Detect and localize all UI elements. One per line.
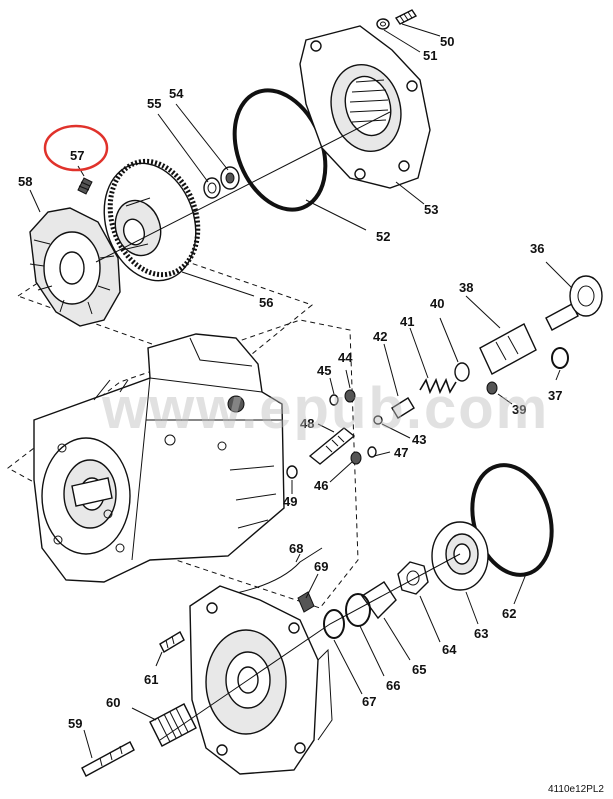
- leader-lines-top: [29, 23, 441, 297]
- part-67-ring: [323, 609, 345, 639]
- part-63-bearing: [431, 521, 489, 591]
- part-44-seal: [344, 389, 356, 403]
- callout-39: 39: [512, 402, 526, 417]
- part-42-plug: [391, 397, 415, 419]
- part-60-spline-shaft: [149, 703, 197, 747]
- axis-line-bottom: [159, 553, 461, 741]
- part-36-valve-spool: [545, 275, 603, 331]
- part-58-hub-flange: [29, 207, 121, 327]
- callout-49: 49: [283, 494, 297, 509]
- part-64-nut: [397, 561, 429, 595]
- part-40-spacer: [454, 362, 470, 382]
- part-43-ball: [373, 415, 383, 425]
- part-51-washer: [376, 18, 390, 30]
- part-41-spring: [419, 377, 457, 395]
- callout-55: 55: [147, 96, 161, 111]
- watermark: www.epub.com: [101, 376, 549, 441]
- callout-labels: 50 51 52 53 54 55 56 57 58 36 37 38 39 4…: [18, 34, 562, 731]
- axis-line-top: [95, 111, 391, 263]
- callout-62: 62: [502, 606, 516, 621]
- leader-lines-bottom: [83, 553, 527, 759]
- callout-69: 69: [314, 559, 328, 574]
- callout-36: 36: [530, 241, 544, 256]
- leader-lines-middle: [291, 261, 573, 494]
- document-id: 4110e12PL2: [548, 784, 604, 795]
- part-55-seal: [203, 177, 221, 199]
- callout-45: 45: [317, 363, 331, 378]
- callout-51: 51: [423, 48, 437, 63]
- part-46-seal: [350, 451, 362, 465]
- callout-37: 37: [548, 388, 562, 403]
- part-57-screw: [77, 177, 93, 195]
- highlight-circle: [43, 124, 109, 172]
- end-cover-housing: [189, 585, 333, 775]
- callout-65: 65: [412, 662, 426, 677]
- callout-38: 38: [459, 280, 473, 295]
- part-37-snap-ring: [551, 347, 569, 369]
- part-69-plug: [297, 591, 315, 613]
- part-47-o-ring: [367, 446, 377, 458]
- callout-46: 46: [314, 478, 328, 493]
- part-68-wire: [231, 547, 323, 595]
- callout-67: 67: [362, 694, 376, 709]
- callout-50: 50: [440, 34, 454, 49]
- main-transmission-housing: [33, 333, 285, 583]
- part-66-ring: [345, 593, 371, 627]
- callout-61: 61: [144, 672, 158, 687]
- callout-53: 53: [424, 202, 438, 217]
- callout-56: 56: [259, 295, 273, 310]
- part-38-valve-sleeve: [479, 323, 537, 375]
- part-48-valve-stem: [308, 427, 356, 465]
- part-49-washer: [286, 465, 298, 479]
- callout-57: 57: [70, 148, 84, 163]
- callout-66: 66: [386, 678, 400, 693]
- callout-60: 60: [106, 695, 120, 710]
- callout-64: 64: [442, 642, 457, 657]
- callout-42: 42: [373, 329, 387, 344]
- callout-40: 40: [430, 296, 444, 311]
- callout-48: 48: [300, 416, 314, 431]
- callout-47: 47: [394, 445, 408, 460]
- part-59-long-bolt: [81, 741, 135, 777]
- part-50-bolt: [394, 9, 418, 25]
- part-56-flywheel: [103, 158, 201, 282]
- callout-43: 43: [412, 432, 426, 447]
- callout-58: 58: [18, 174, 32, 189]
- callout-41: 41: [400, 314, 414, 329]
- callout-63: 63: [474, 626, 488, 641]
- part-39-o-ring: [486, 381, 498, 395]
- part-45-o-ring: [329, 394, 339, 406]
- callout-59: 59: [68, 716, 82, 731]
- callout-44: 44: [338, 350, 353, 365]
- callout-68: 68: [289, 541, 303, 556]
- callout-52: 52: [376, 229, 390, 244]
- part-53-cover-housing: [299, 25, 431, 189]
- callout-54: 54: [169, 86, 184, 101]
- part-54-bearing: [220, 166, 240, 190]
- part-61-bolt: [159, 631, 185, 653]
- part-65-lock-plate: [360, 581, 397, 620]
